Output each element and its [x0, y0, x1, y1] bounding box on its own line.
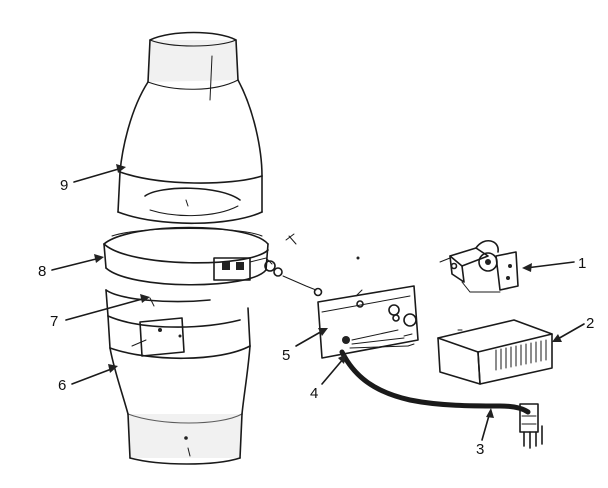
- leader-lines: [51, 164, 585, 441]
- terminal-box: [213, 233, 323, 297]
- clamp-ring: [103, 226, 269, 286]
- duct-fan-assembly: [103, 31, 323, 465]
- callout-6: 6: [58, 377, 66, 394]
- motor-housing-band: [117, 171, 263, 225]
- control-box: [437, 319, 553, 385]
- power-cord: [339, 349, 543, 449]
- bottom-collar: [127, 413, 243, 465]
- wiring-plate: [317, 256, 419, 359]
- callout-4: 4: [310, 385, 318, 402]
- relay-switch: [439, 240, 519, 293]
- callout-2: 2: [586, 315, 594, 332]
- callout-8: 8: [38, 263, 46, 280]
- callout-5: 5: [282, 347, 290, 364]
- upper-reducer-cone: [119, 79, 263, 177]
- callout-7: 7: [50, 313, 58, 330]
- lower-housing: [107, 307, 251, 360]
- top-collar: [147, 31, 239, 101]
- lower-motor-band: [105, 289, 241, 328]
- callout-9: 9: [60, 177, 68, 194]
- vent-slots: [495, 339, 547, 371]
- lower-expander-cone: [109, 345, 251, 424]
- callout-3: 3: [476, 441, 484, 458]
- callout-1: 1: [578, 255, 586, 272]
